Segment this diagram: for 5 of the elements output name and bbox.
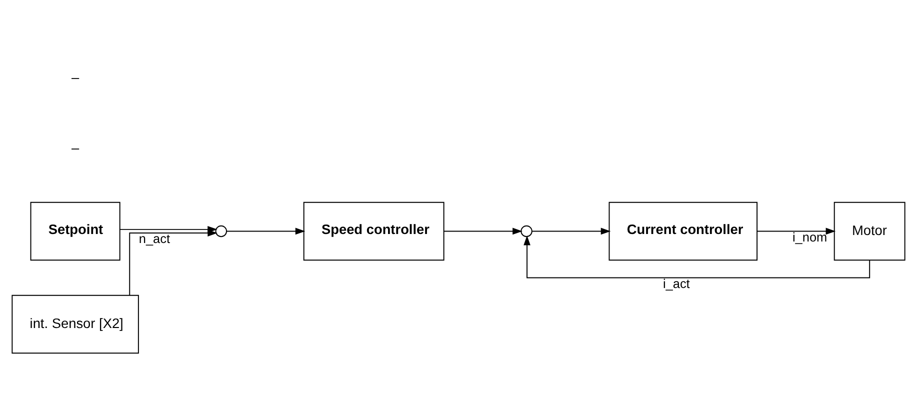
label: – bbox=[71, 70, 80, 86]
edge-label: n_act bbox=[138, 231, 170, 246]
edge-label: i_act bbox=[662, 276, 690, 291]
label: – bbox=[71, 140, 80, 156]
edge-label: i_nom bbox=[792, 229, 828, 244]
